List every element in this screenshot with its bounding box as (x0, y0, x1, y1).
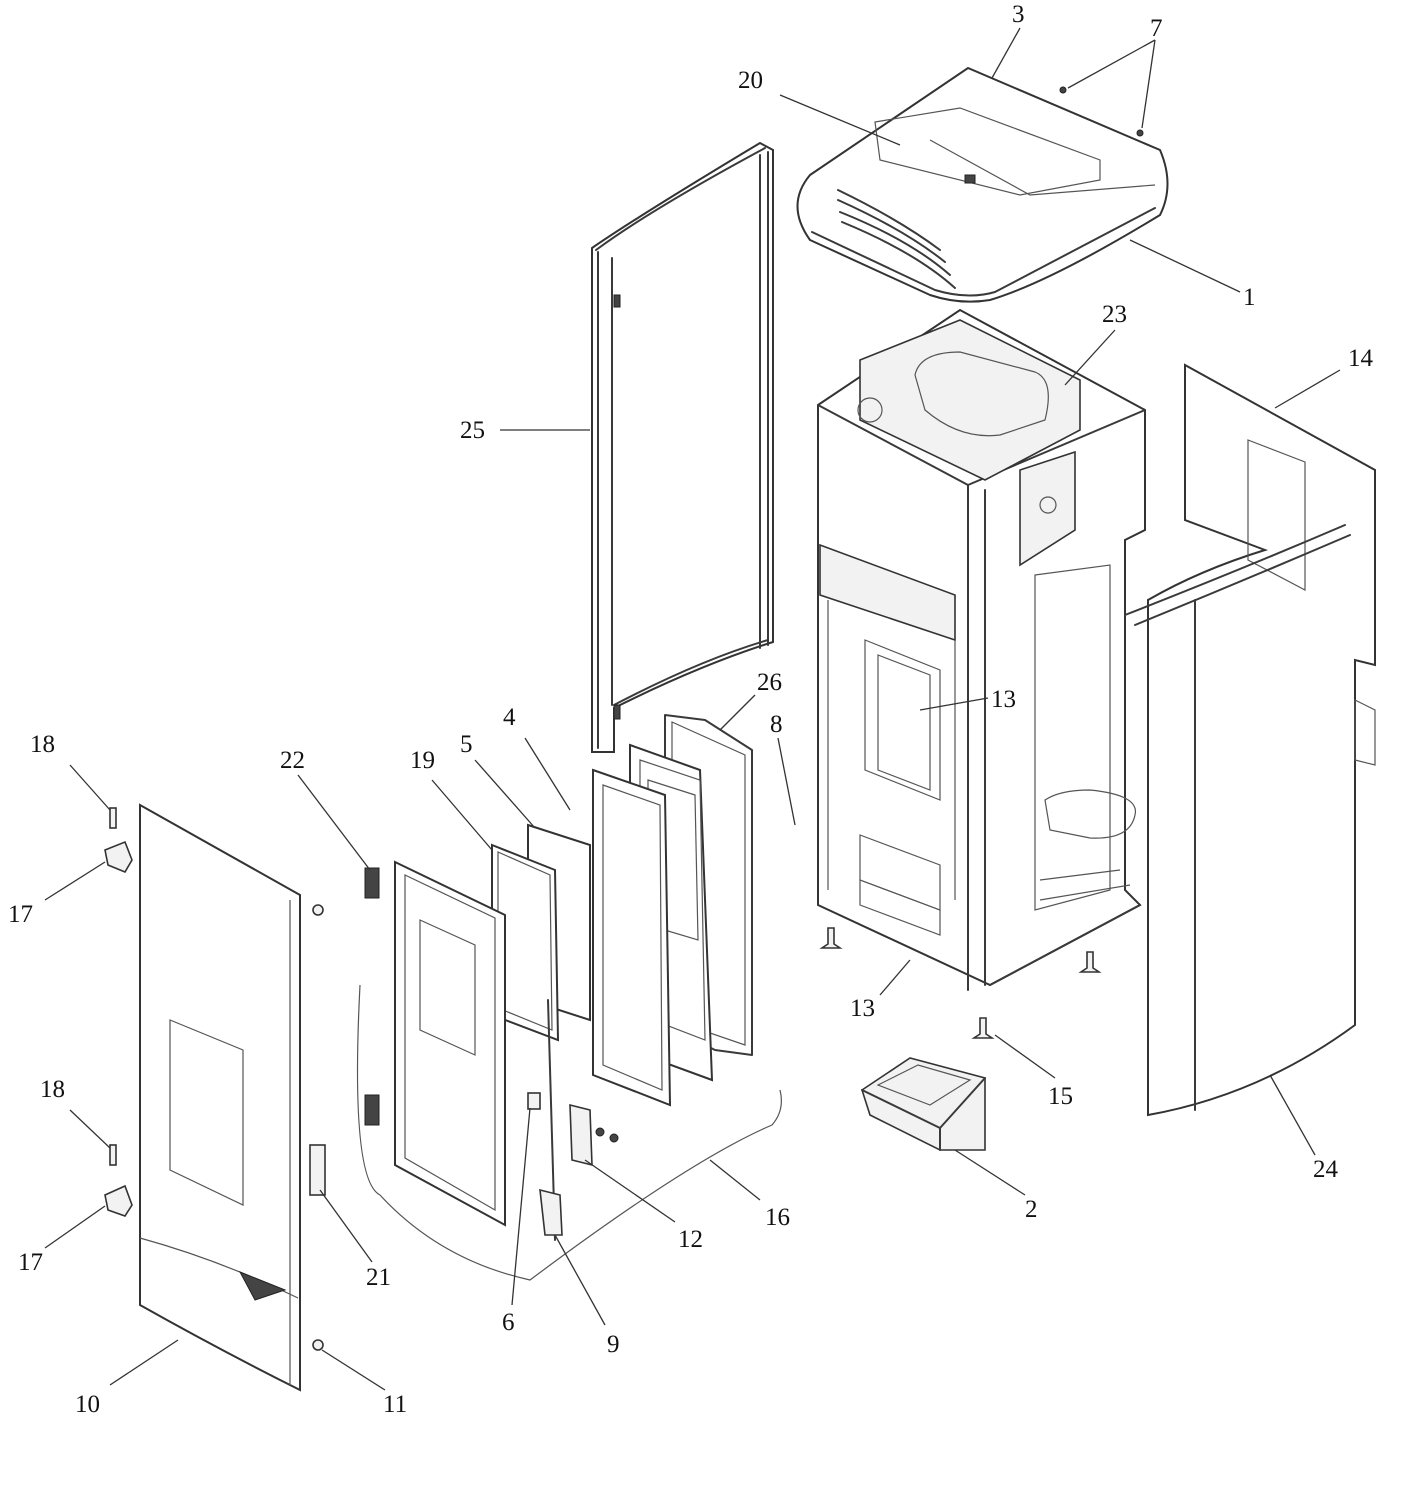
front-door-part-10 (139, 803, 326, 1392)
callout-11: 11 (383, 1391, 407, 1418)
hinge-parts (527, 999, 619, 1241)
callout-19: 19 (410, 747, 435, 774)
callout-16: 16 (765, 1204, 790, 1231)
callout-10: 10 (75, 1391, 100, 1418)
callout-3: 3 (1012, 1, 1025, 28)
callout-23: 23 (1102, 301, 1127, 328)
left-side-panel-part-25 (591, 141, 774, 753)
callout-13-top: 13 (991, 686, 1016, 713)
callout-labels: 3 7 20 1 23 14 25 26 13 8 4 5 19 22 18 1… (8, 1, 1374, 1418)
callout-5: 5 (460, 731, 473, 758)
callout-4: 4 (503, 704, 516, 731)
callout-2: 2 (1025, 1196, 1038, 1223)
callout-18-top: 18 (30, 731, 55, 758)
callout-6: 6 (502, 1309, 515, 1336)
callout-20: 20 (738, 67, 763, 94)
feet-part-15 (819, 927, 1102, 1039)
callout-12: 12 (678, 1226, 703, 1253)
callout-22: 22 (280, 747, 305, 774)
callout-8: 8 (770, 711, 783, 738)
callout-18-bottom: 18 (40, 1076, 65, 1103)
inner-door-part-16 (356, 860, 782, 1281)
top-cover-part (796, 66, 1169, 303)
callout-1: 1 (1243, 284, 1256, 311)
callout-9: 9 (607, 1331, 620, 1358)
right-side-panel-part-14-24 (1124, 363, 1376, 1117)
callout-17-bottom: 17 (18, 1249, 43, 1276)
screws-part-7 (1059, 86, 1144, 137)
callout-17-top: 17 (8, 901, 33, 928)
main-body-frame (817, 308, 1146, 991)
door-frame-assembly (491, 743, 714, 1107)
callout-7: 7 (1150, 15, 1163, 42)
callout-13-bottom: 13 (850, 995, 875, 1022)
callout-26: 26 (757, 669, 782, 696)
callout-25: 25 (460, 417, 485, 444)
brackets-part-17-18 (104, 807, 133, 1217)
callout-15: 15 (1048, 1083, 1073, 1110)
leader-lines (44, 27, 1341, 1391)
callout-24: 24 (1313, 1156, 1339, 1183)
ash-pan-part-2 (861, 1057, 986, 1151)
callout-14: 14 (1348, 345, 1374, 372)
callout-21: 21 (366, 1264, 391, 1291)
